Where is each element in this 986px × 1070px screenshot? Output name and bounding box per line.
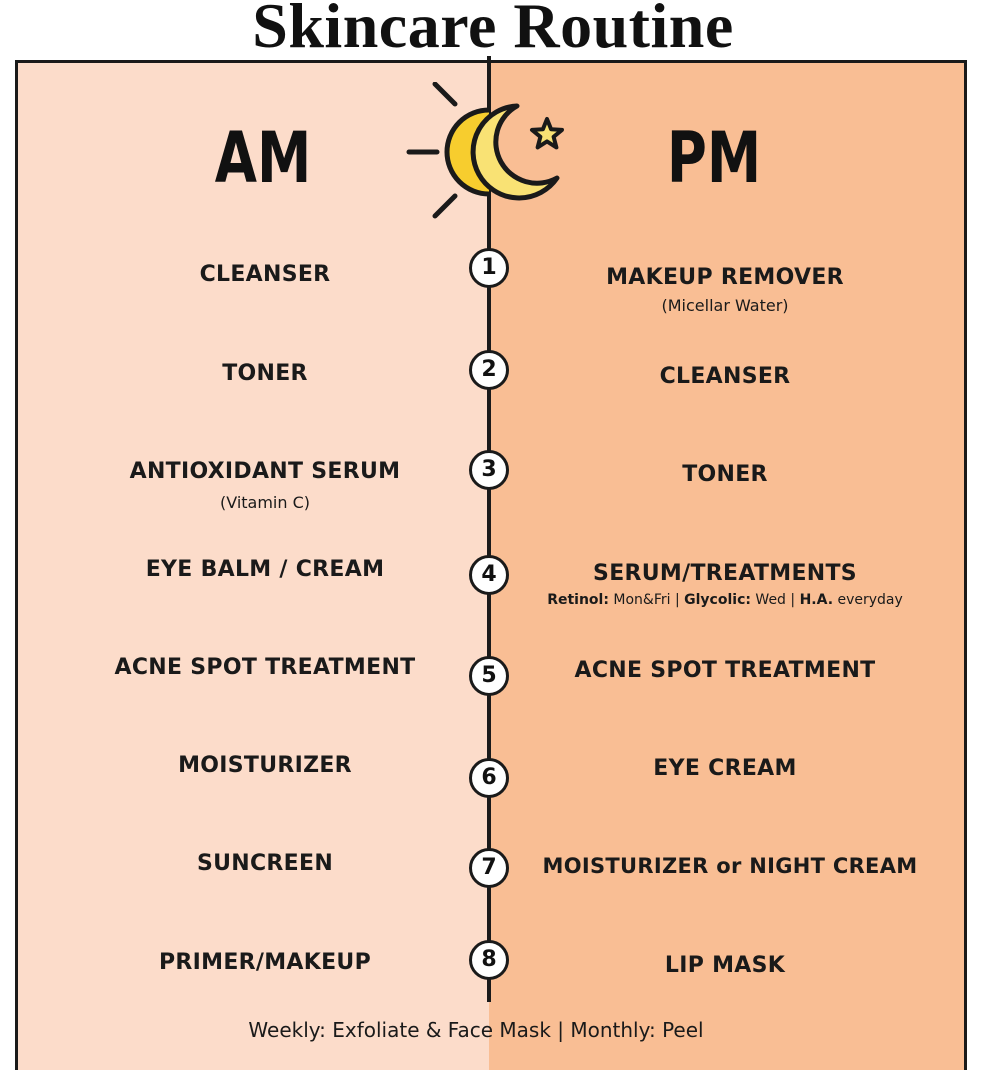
pm-heading: PM — [666, 117, 762, 199]
step-badge: 7 — [469, 848, 509, 888]
pm-step-note: (Micellar Water) — [661, 296, 789, 315]
am-step-note: (Vitamin C) — [219, 493, 311, 512]
am-step-label: PRIMER/MAKEUP — [158, 950, 372, 975]
am-step-label: MOISTURIZER — [178, 753, 352, 778]
am-step-label: ANTIOXIDANT SERUM — [129, 459, 401, 484]
am-panel — [15, 60, 489, 1070]
pm-step-label: EYE CREAM — [653, 756, 797, 781]
pm-step-label: ACNE SPOT TREATMENT — [574, 658, 876, 683]
step-badge: 6 — [469, 758, 509, 798]
am-step-label: ACNE SPOT TREATMENT — [114, 655, 416, 680]
pm-serum-note: Retinol: Mon&Fri | Glycolic: Wed | H.A. … — [492, 592, 958, 608]
am-step-label: CLEANSER — [199, 262, 331, 287]
page-title: Skincare Routine — [252, 0, 734, 61]
step-badge: 3 — [469, 450, 509, 490]
footer-note: Weekly: Exfoliate & Face Mask | Monthly:… — [248, 1018, 704, 1042]
step-badge: 5 — [469, 656, 509, 696]
retinol-value: Mon&Fri | — [613, 592, 680, 608]
am-heading: AM — [214, 117, 312, 199]
pm-step-label: MAKEUP REMOVER — [606, 265, 844, 290]
step-badge: 1 — [469, 248, 509, 288]
pm-step-label: CLEANSER — [659, 364, 791, 389]
step-badge: 4 — [469, 555, 509, 595]
pm-step-label: SERUM/TREATMENTS — [593, 561, 857, 586]
pm-step-label: TONER — [682, 462, 768, 487]
step-badge: 2 — [469, 350, 509, 390]
pm-step-label: MOISTURIZER or NIGHT CREAM — [542, 854, 918, 878]
glycolic-value: Wed | — [755, 592, 796, 608]
glycolic-label: Glycolic: — [684, 592, 751, 608]
am-step-label: TONER — [222, 361, 308, 386]
am-step-label: SUNCREEN — [196, 851, 334, 876]
ha-value: everyday — [837, 592, 903, 608]
star-icon — [530, 117, 564, 150]
sun-moon-icon — [405, 81, 575, 222]
timeline-divider — [487, 56, 491, 1002]
pm-panel — [489, 60, 967, 1070]
pm-step-label: LIP MASK — [664, 953, 786, 978]
crescent-moon-icon — [470, 103, 560, 201]
retinol-label: Retinol: — [547, 592, 609, 608]
am-step-label: EYE BALM / CREAM — [145, 557, 385, 582]
step-badge: 8 — [469, 940, 509, 980]
ha-label: H.A. — [799, 592, 834, 608]
